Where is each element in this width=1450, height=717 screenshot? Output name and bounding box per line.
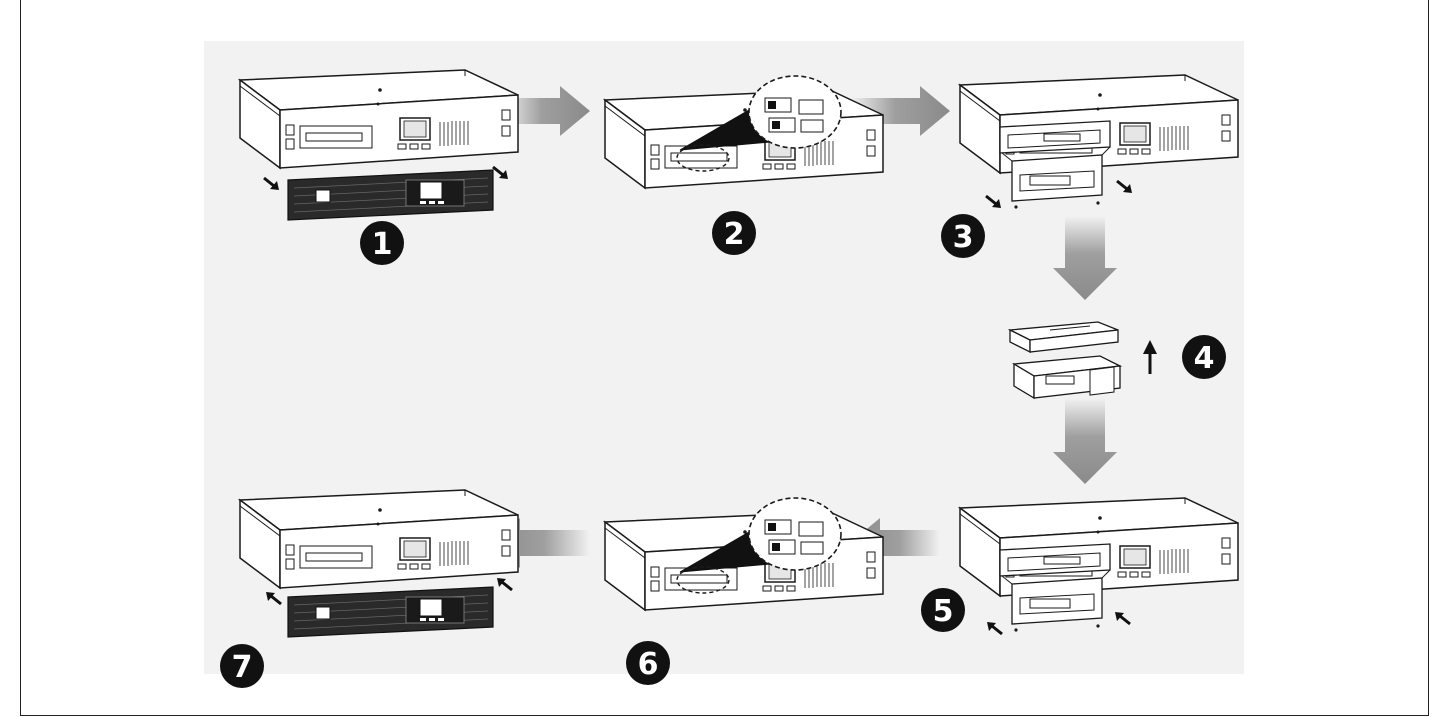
step-badge-2: 2 bbox=[712, 211, 756, 255]
step-badge-1: 1 bbox=[360, 221, 404, 265]
step-badge-3: 3 bbox=[941, 214, 985, 258]
step-number-7: 7 bbox=[232, 650, 253, 685]
step-2-illustration bbox=[605, 76, 883, 188]
step-badge-4: 4 bbox=[1182, 335, 1226, 379]
step-7-illustration bbox=[240, 490, 518, 637]
step-5-illustration bbox=[960, 498, 1238, 634]
step-6-illustration bbox=[605, 498, 883, 610]
step-4-illustration bbox=[1010, 322, 1157, 398]
step-badge-6: 6 bbox=[626, 641, 670, 685]
step-number-4: 4 bbox=[1194, 341, 1215, 376]
arrow-4-to-5 bbox=[1053, 398, 1117, 484]
step-badge-5: 5 bbox=[921, 588, 965, 632]
step-1-illustration bbox=[240, 70, 518, 220]
step-badge-7: 7 bbox=[220, 644, 264, 688]
arrow-3-to-4 bbox=[1053, 216, 1117, 300]
step-number-1: 1 bbox=[372, 227, 393, 262]
step-3-illustration bbox=[960, 75, 1238, 209]
step-number-3: 3 bbox=[953, 220, 974, 255]
step-number-6: 6 bbox=[638, 647, 659, 682]
step-number-5: 5 bbox=[933, 594, 954, 629]
step-number-2: 2 bbox=[724, 217, 745, 252]
